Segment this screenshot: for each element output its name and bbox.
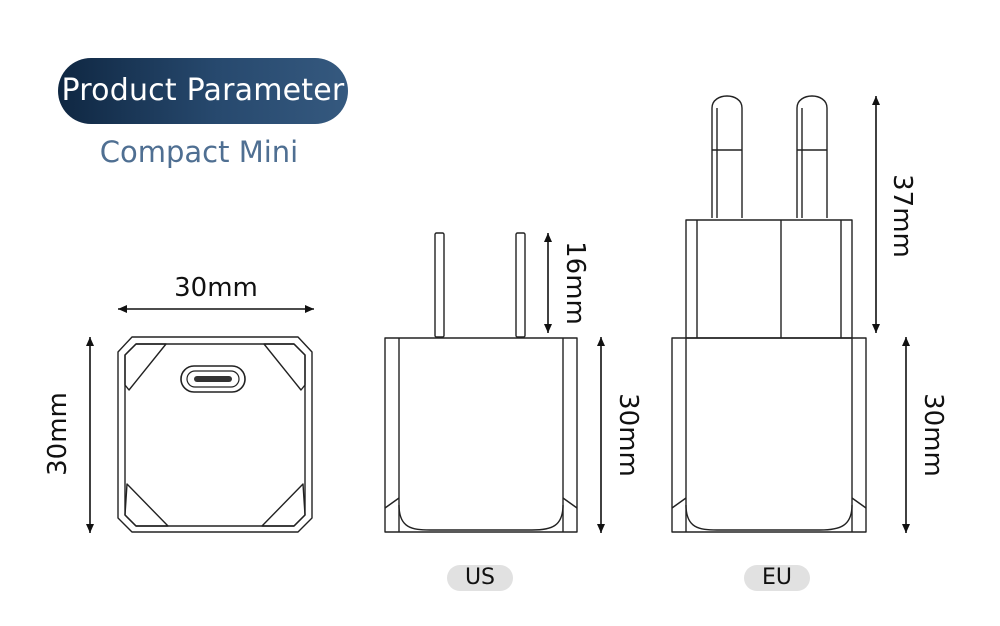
eu-label: EU bbox=[744, 565, 810, 591]
eu-pin-length-label: 37mm bbox=[887, 174, 917, 258]
us-prong-length-label: 16mm bbox=[560, 241, 590, 325]
eu-side-view bbox=[671, 95, 867, 533]
front-height-label: 30mm bbox=[43, 392, 73, 476]
front-view bbox=[117, 336, 313, 533]
us-side-view bbox=[384, 232, 578, 533]
us-body-height-label: 30mm bbox=[613, 393, 643, 477]
subtitle: Compact Mini bbox=[99, 135, 299, 169]
eu-body-height-label: 30mm bbox=[918, 393, 948, 477]
usb-c-port bbox=[180, 365, 246, 393]
us-label: US bbox=[447, 565, 513, 591]
title-badge: Product Parameter bbox=[58, 58, 348, 124]
front-width-label: 30mm bbox=[174, 273, 258, 303]
